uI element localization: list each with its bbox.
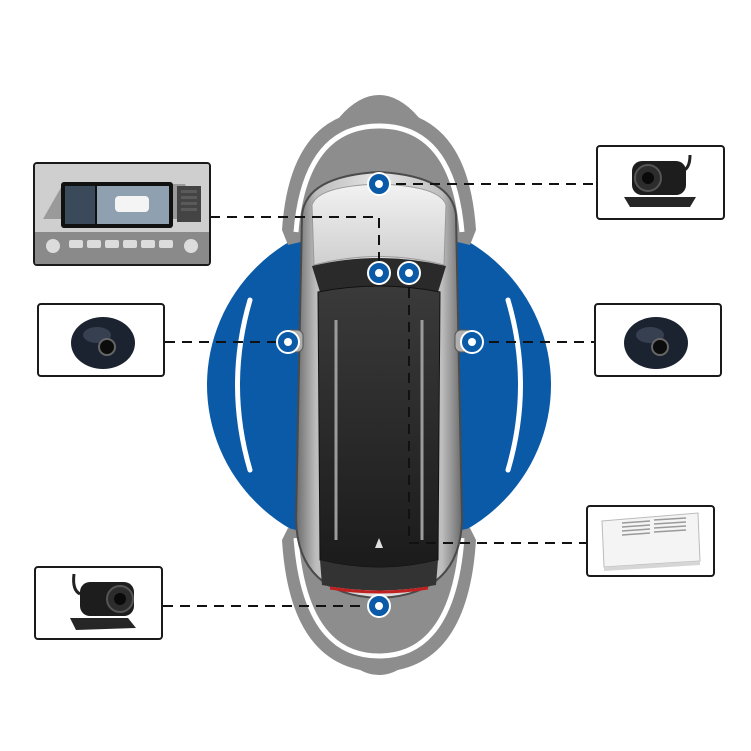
head-unit-display-box (33, 162, 211, 266)
dome-camera-icon (624, 317, 688, 369)
camera-markers (276, 172, 484, 618)
control-box-marker (397, 261, 421, 285)
rear-camera-marker (367, 594, 391, 618)
connector-lines (163, 183, 596, 607)
rear-camera-box (34, 566, 163, 640)
control-box-connector (408, 271, 586, 544)
left-camera-marker (276, 330, 300, 354)
front-camera-marker (367, 172, 391, 196)
left-camera-box (37, 303, 165, 377)
dome-camera-icon (71, 317, 135, 369)
right-camera-marker (460, 330, 484, 354)
control-box-unit-box (586, 505, 715, 577)
front-camera-box (596, 145, 725, 220)
head-unit-display-icon (35, 164, 209, 264)
bracket-camera-icon (624, 154, 696, 207)
right-camera-box (594, 303, 722, 377)
control-box-icon (601, 512, 701, 571)
display-marker (367, 261, 391, 285)
display-connector (210, 216, 380, 271)
bracket-camera-icon (70, 573, 136, 630)
